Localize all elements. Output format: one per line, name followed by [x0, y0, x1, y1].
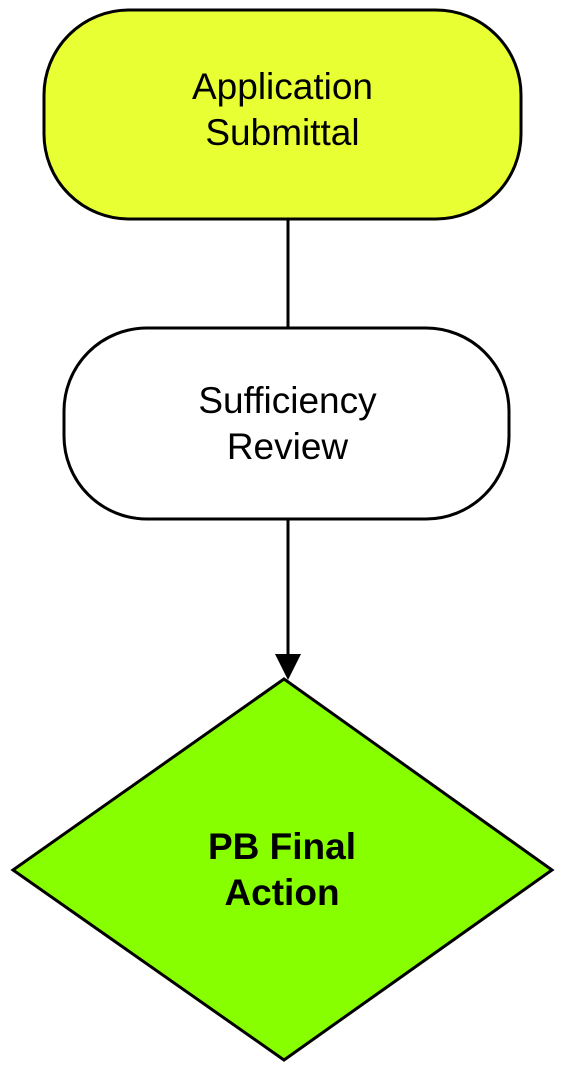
sufficiency-review-label: Sufficiency Review	[80, 378, 495, 470]
pb-final-action-line2: Action	[224, 872, 340, 913]
application-submittal-shape	[42, 8, 523, 221]
sufficiency-review-line1: Sufficiency	[198, 380, 377, 421]
pb-final-action-label: PB Final Action	[112, 824, 452, 916]
application-submittal-line2: Submittal	[205, 112, 360, 153]
pb-final-action-shape	[10, 677, 555, 1062]
application-submittal-line1: Application	[191, 66, 373, 107]
application-submittal-label: Application Submittal	[60, 64, 505, 156]
pb-final-action-line1: PB Final	[207, 826, 357, 867]
arrowhead-icon	[275, 654, 301, 680]
sufficiency-review-line2: Review	[226, 426, 349, 467]
